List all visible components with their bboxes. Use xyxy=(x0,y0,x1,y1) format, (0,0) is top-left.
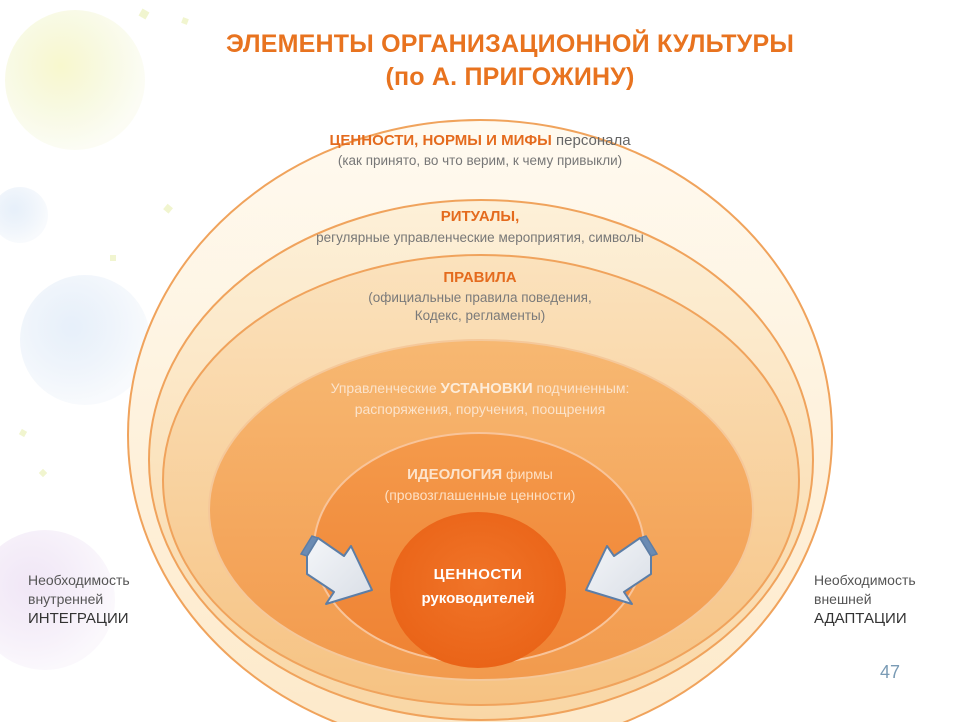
left-note-line1: Необходимость xyxy=(28,572,130,588)
right-note-line2: внешней xyxy=(814,591,872,607)
arrow-integration-icon xyxy=(299,535,373,605)
core-circle-leader-values xyxy=(390,512,566,668)
layer-heading-suffix: персонала xyxy=(551,132,631,149)
page-number: 47 xyxy=(879,662,900,682)
layer-detail-attitudes: распоряжения, поручения, поощрения xyxy=(354,401,606,417)
right-note-adaptation: Необходимость внешней АДАПТАЦИИ xyxy=(814,571,916,628)
layer-detail-values-norms-myths: (как принято, во что верим, к чему привы… xyxy=(337,153,623,168)
left-note-line3: ИНТЕГРАЦИИ xyxy=(28,610,129,627)
diagram-subtitle: (по А. ПРИГОЖИНУ) xyxy=(385,63,635,91)
layer-label-values-norms-myths: ЦЕННОСТИ, НОРМЫ И МИФЫ персонала xyxy=(240,132,720,149)
layer-heading: ИДЕОЛОГИЯ xyxy=(407,466,503,483)
balloon-yellow xyxy=(5,10,145,150)
layer-detail-ideology: (провозглашенные ценности) xyxy=(384,487,576,503)
layer-label-ideology: ИДЕОЛОГИЯ фирмы xyxy=(300,466,660,483)
layer-suffix: подчиненным: xyxy=(532,380,630,396)
balloon-blue-small xyxy=(0,187,48,243)
balloon-purple xyxy=(0,530,115,670)
core-label-line2: руководителей xyxy=(421,590,535,607)
layer-detail-rules-2: Кодекс, регламенты) xyxy=(414,308,546,323)
layer-suffix: фирмы xyxy=(502,466,553,482)
layer-prefix: Управленческие xyxy=(330,380,441,396)
core-label-line1: ЦЕННОСТИ xyxy=(433,566,523,583)
layer-heading-rules: ПРАВИЛА xyxy=(443,269,517,286)
layer-heading: ЦЕННОСТИ, НОРМЫ И МИФЫ xyxy=(329,132,552,149)
layer-detail-rituals: регулярные управленческие мероприятия, с… xyxy=(316,230,644,245)
diagram-title: ЭЛЕМЕНТЫ ОРГАНИЗАЦИОННОЙ КУЛЬТУРЫ xyxy=(226,30,794,58)
layer-heading: УСТАНОВКИ xyxy=(440,380,533,397)
arrow-adaptation-icon xyxy=(585,535,659,605)
layer-detail-rules: (официальные правила поведения, xyxy=(368,290,592,305)
left-note-line2: внутренней xyxy=(28,591,104,607)
left-note-integration: Необходимость внутренней ИНТЕГРАЦИИ xyxy=(28,571,130,628)
right-note-line1: Необходимость xyxy=(814,572,916,588)
layer-heading-rituals: РИТУАЛЫ, xyxy=(440,208,520,225)
layer-label-attitudes: Управленческие УСТАНОВКИ подчиненным: xyxy=(210,380,750,397)
balloon-blue xyxy=(20,275,150,405)
right-note-line3: АДАПТАЦИИ xyxy=(814,610,907,627)
